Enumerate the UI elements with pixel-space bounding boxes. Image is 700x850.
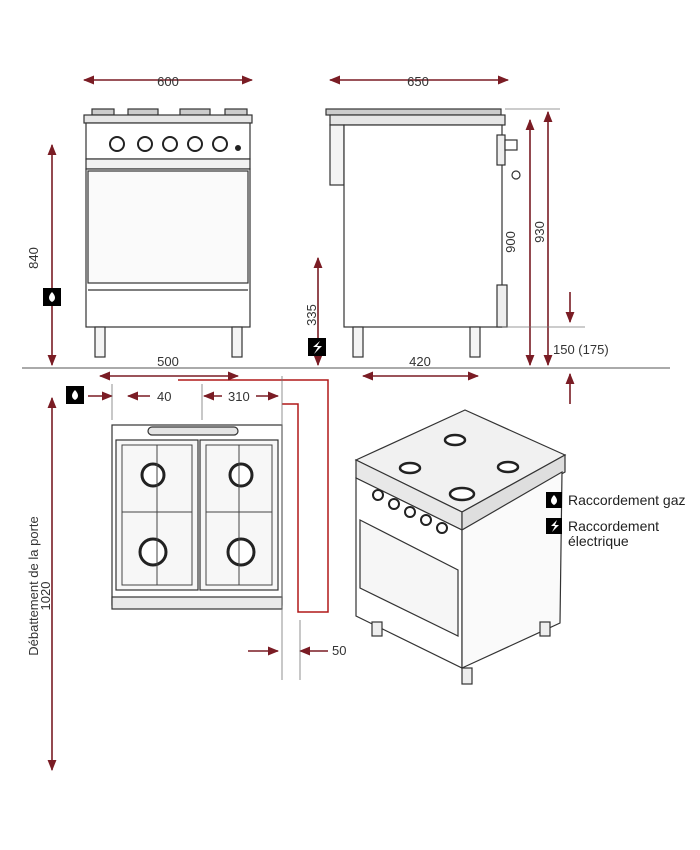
dim-side-height-900: 900 bbox=[503, 231, 518, 253]
legend-gas-label: Raccordement gaz bbox=[568, 492, 686, 508]
legend: Raccordement gaz Raccordement électrique bbox=[546, 492, 686, 549]
perspective-burners bbox=[398, 433, 520, 502]
dim-foot-span: 500 bbox=[157, 354, 179, 369]
dim-front-width: 600 bbox=[157, 74, 179, 89]
top-view bbox=[111, 424, 283, 610]
gas-connection-icon bbox=[43, 288, 61, 306]
dim-electric-offset: 310 bbox=[228, 389, 250, 404]
side-view bbox=[325, 108, 521, 358]
dim-door-clearance-label: Débattement de la porte bbox=[26, 516, 41, 655]
legend-electric-label-line2: électrique bbox=[568, 533, 629, 549]
dim-gas-offset: 40 bbox=[157, 389, 171, 404]
front-knobs bbox=[109, 136, 241, 152]
dim-front-height: 840 bbox=[26, 247, 41, 269]
perspective-view bbox=[354, 409, 567, 685]
dim-door-clearance-value: 1020 bbox=[38, 582, 53, 611]
extension-lines bbox=[111, 108, 585, 680]
gas-connection-icon-top bbox=[66, 386, 84, 404]
front-view bbox=[83, 108, 253, 358]
legend-gas-icon bbox=[546, 492, 562, 508]
dim-side-depth: 650 bbox=[407, 74, 429, 89]
connection-route bbox=[178, 379, 329, 613]
dim-electric-height: 335 bbox=[304, 304, 319, 326]
dim-foot-height: 150 (175) bbox=[553, 342, 609, 357]
dim-side-foot-span: 420 bbox=[409, 354, 431, 369]
legend-electric-label-line1: Raccordement bbox=[568, 518, 659, 534]
dim-back-clearance: 50 bbox=[332, 643, 346, 658]
legend-electric-icon bbox=[546, 518, 562, 534]
top-burners bbox=[138, 462, 256, 567]
dim-side-height-930: 930 bbox=[532, 221, 547, 243]
perspective-knobs bbox=[372, 489, 448, 534]
dimension-lines bbox=[47, 75, 575, 772]
top-grates bbox=[121, 444, 273, 586]
electric-connection-icon bbox=[308, 338, 326, 356]
